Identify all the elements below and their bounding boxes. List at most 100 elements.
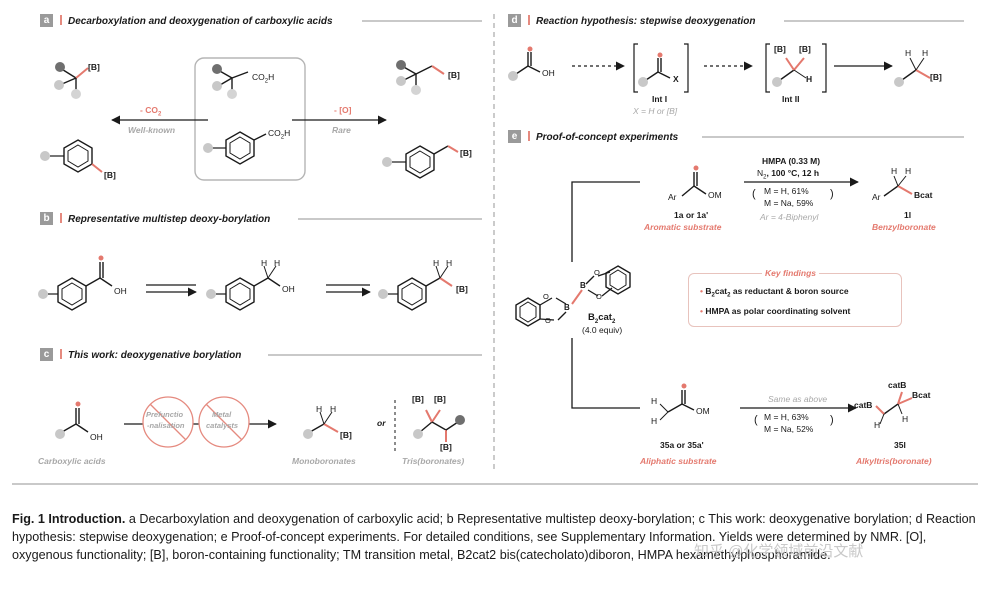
panel-d-rule: [784, 20, 964, 22]
int-i-note: X = H or [B]: [633, 106, 678, 116]
h-label: H: [274, 258, 281, 268]
h-label: H: [806, 74, 813, 84]
boron-label: [B]: [930, 72, 942, 82]
alkyltrisboronate-label: Alkyltris(boronate): [856, 456, 932, 466]
carboxylic-acids-label: Carboxylic acids: [38, 456, 106, 466]
oh-label: OH: [542, 68, 555, 78]
minus-o-label: - [O]: [334, 105, 352, 115]
key-findings-title: Key findings: [762, 268, 820, 278]
condition-temperature: N2, 100 °C, 12 h: [757, 168, 820, 181]
h-label: H: [905, 48, 912, 58]
h-label: H: [874, 420, 881, 430]
caption-figure-label: Fig. 1 Introduction.: [12, 512, 126, 526]
figure-caption: Fig. 1 Introduction. a Decarboxylation a…: [12, 510, 978, 564]
ar-label: Ar: [872, 192, 881, 202]
same-as-above-note: Same as above: [768, 394, 828, 404]
product-2-number: 35l: [894, 440, 906, 450]
boron-label: [B]: [460, 148, 472, 158]
panel-e-graphics: [515, 165, 913, 425]
h-label: H: [891, 166, 898, 176]
h-label: H: [651, 396, 658, 406]
catb-label: catB: [854, 400, 873, 410]
panel-a-rule: [362, 20, 482, 22]
yield-h: M = H, 61%: [764, 186, 809, 196]
tris-boronates-label: Tris(boronates): [402, 456, 465, 466]
panel-d-tag: d: [508, 14, 521, 27]
panel-d-title: Reaction hypothesis: stepwise deoxygenat…: [528, 15, 756, 27]
alkyl-acid: [212, 64, 249, 99]
panel-b-title: Representative multistep deoxy-borylatio…: [60, 213, 270, 225]
yield-2-na: M = Na, 52%: [764, 424, 814, 434]
panel-c-title: This work: deoxygenative borylation: [60, 349, 241, 361]
panel-b-graphics: [38, 255, 453, 311]
watermark: 知乎 @化学领域前沿文献: [694, 543, 864, 560]
catb-label: catB: [888, 380, 907, 390]
x-label: X: [673, 74, 679, 84]
h-label: H: [316, 404, 323, 414]
panel-a-tag: a: [40, 14, 53, 27]
panel-e-title: Proof-of-concept experiments: [528, 131, 678, 143]
oxygen-label: O: [596, 292, 602, 301]
boron-label: [B]: [799, 44, 811, 54]
boron-label: [B]: [412, 394, 424, 404]
co2h-label: CO2H: [252, 72, 275, 85]
yield-2-h: M = H, 63%: [764, 412, 809, 422]
panel-e-tag: e: [508, 130, 521, 143]
oxygen-label: O: [594, 268, 600, 277]
rare-note: Rare: [332, 125, 351, 135]
benzylboronate-label: Benzylboronate: [872, 222, 936, 232]
scheme-figure: [12, 14, 978, 485]
aromatic-substrate-label: Aromatic substrate: [644, 222, 722, 232]
h-label: H: [902, 414, 909, 424]
oxygen-label: O: [545, 316, 551, 325]
panel-e-rule: [702, 136, 964, 138]
h-label: H: [905, 166, 912, 176]
aryl-boron-left: [40, 139, 103, 173]
benzyl-boron-right: [382, 145, 459, 179]
boron-label: [B]: [104, 170, 116, 180]
boron-label: [B]: [774, 44, 786, 54]
panel-b-tag: b: [40, 212, 53, 225]
co2h-label: CO2H: [268, 128, 291, 141]
prefunctionalisation-text: -nalisation: [147, 421, 185, 430]
om-label: OM: [708, 190, 722, 200]
or-label: or: [377, 418, 386, 428]
boron-atom-label: B: [564, 303, 570, 312]
h-label: H: [261, 258, 268, 268]
panel-c-rule: [268, 354, 482, 356]
yield-bracket-right: ): [830, 188, 834, 200]
substrate-box: [194, 57, 306, 181]
int-i-label: Int I: [652, 94, 668, 104]
caption-text: a Decarboxylation and deoxygenation of c…: [12, 512, 976, 562]
alkyl-boron-right: [396, 60, 445, 95]
h-label: H: [446, 258, 453, 268]
metal-catalysts-text: Metal: [212, 410, 232, 419]
boron-atom-label: B: [580, 281, 586, 290]
h-label: H: [433, 258, 440, 268]
int-ii-label: Int II: [782, 94, 800, 104]
aryl-acid: [203, 131, 267, 165]
well-known-note: Well-known: [128, 125, 176, 135]
aromatic-compound-number: 1a or 1a': [674, 210, 709, 220]
panel-c-tag: c: [40, 348, 53, 361]
minus-co2-label: - CO2: [140, 105, 162, 118]
metal-catalysts-text: catalysts: [206, 421, 239, 430]
monoboronates-label: Monoboronates: [292, 456, 356, 466]
yield-bracket-left: (: [754, 414, 758, 426]
bcat-label: Bcat: [914, 190, 933, 200]
boron-label: [B]: [88, 62, 100, 72]
bcat-label: Bcat: [912, 390, 931, 400]
condition-solvent: HMPA (0.33 M): [762, 156, 821, 166]
yield-na: M = Na, 59%: [764, 198, 814, 208]
panel-a-title: Decarboxylation and deoxygenation of car…: [60, 15, 333, 27]
boron-label: [B]: [448, 70, 460, 80]
boron-label: [B]: [434, 394, 446, 404]
product-1-number: 1l: [904, 210, 912, 220]
prefunctionalisation-text: Prefunctio: [146, 410, 184, 419]
h-label: H: [922, 48, 929, 58]
aliphatic-substrate-label: Aliphatic substrate: [640, 456, 717, 466]
yield-bracket-left: (: [752, 188, 756, 200]
aliphatic-compound-number: 35a or 35a': [660, 440, 704, 450]
reagent-equiv: (4.0 equiv): [582, 325, 623, 335]
key-finding-2: • HMPA as polar coordinating solvent: [700, 306, 851, 316]
